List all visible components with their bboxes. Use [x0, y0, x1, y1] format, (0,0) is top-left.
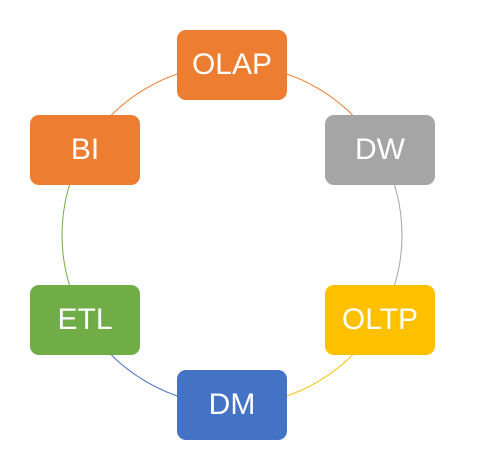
- node-olap: OLAP: [177, 30, 287, 100]
- node-bi: BI: [30, 115, 140, 185]
- node-etl-label: ETL: [57, 303, 113, 336]
- node-dw: DW: [325, 115, 435, 185]
- node-oltp-label: OLTP: [341, 303, 419, 336]
- node-bi-label: BI: [70, 133, 100, 166]
- node-dw-label: DW: [355, 133, 405, 166]
- node-dm-label: DM: [208, 388, 256, 421]
- node-etl: ETL: [30, 285, 140, 355]
- node-dm: DM: [177, 370, 287, 440]
- node-olap-label: OLAP: [191, 48, 273, 81]
- node-oltp: OLTP: [325, 285, 435, 355]
